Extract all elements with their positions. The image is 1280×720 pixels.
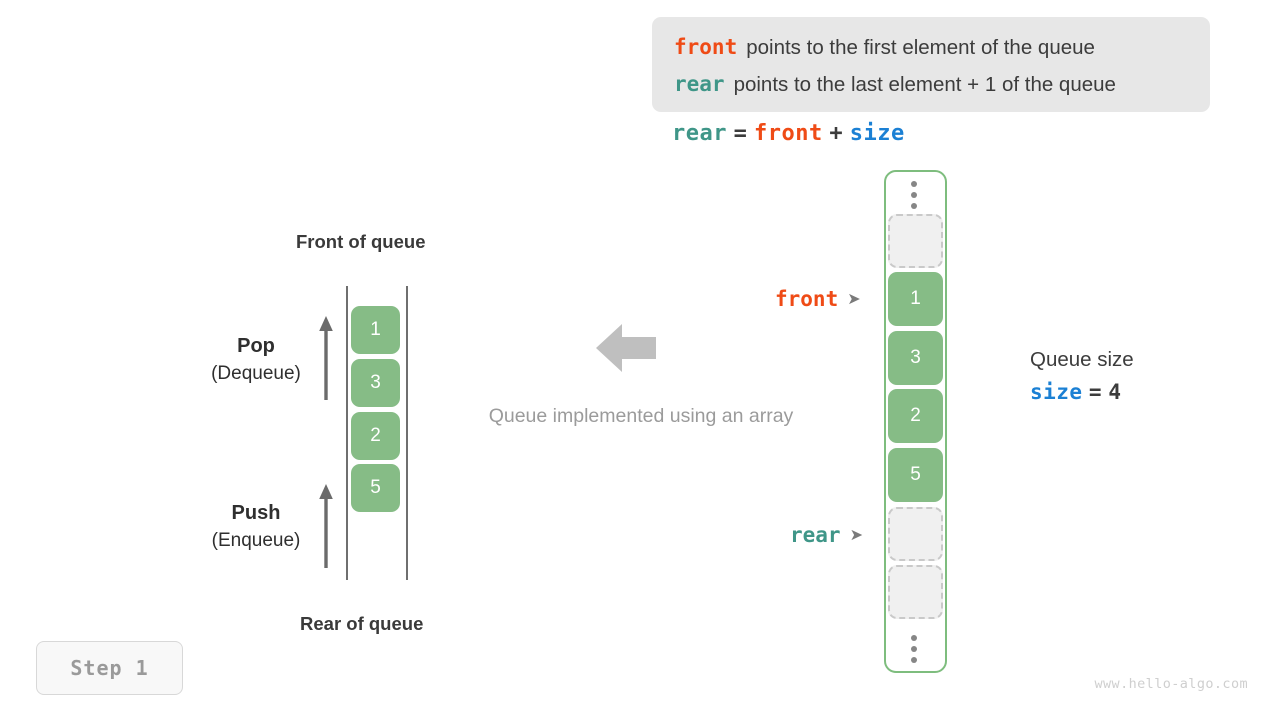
queue-cell: 5: [351, 464, 400, 512]
center-caption: Queue implemented using an array: [488, 405, 794, 427]
queue-size-expression: size = 4: [1030, 376, 1134, 409]
formula-plus-sign: +: [829, 121, 844, 146]
pop-label-title: Pop: [237, 335, 275, 357]
rear-pointer-label: rear ➤: [790, 523, 863, 548]
push-label-subtitle: (Enqueue): [211, 530, 301, 551]
array-cell: 3: [888, 331, 943, 385]
vertical-ellipsis-icon-top: [911, 181, 919, 214]
front-pointer-text: front: [775, 287, 839, 311]
pop-operation-label: Pop (Dequeue): [186, 332, 326, 388]
front-pointer-caret-icon: ➤: [847, 291, 861, 308]
queue-rail-right: [406, 286, 408, 580]
legend-description-rear: points to the last element + 1 of the qu…: [733, 73, 1116, 96]
formula-rear-equals-front-plus-size: rear = front + size: [672, 120, 905, 146]
rear-pointer-text: rear: [790, 523, 841, 547]
formula-term-size: size: [849, 121, 905, 146]
queue-size-title: Queue size: [1030, 348, 1134, 371]
legend-keyword-rear: rear: [674, 72, 725, 96]
rear-of-queue-label: Rear of queue: [300, 613, 424, 634]
size-value: 4: [1108, 380, 1122, 404]
formula-equals-sign: =: [733, 121, 748, 146]
size-equals-sign: =: [1088, 380, 1103, 404]
watermark: www.hello-algo.com: [1094, 676, 1248, 692]
array-cell: 1: [888, 272, 943, 326]
queue-cell: 3: [351, 359, 400, 407]
queue-cell: 1: [351, 306, 400, 354]
push-operation-label: Push (Enqueue): [186, 499, 326, 555]
array-cell: 2: [888, 389, 943, 443]
front-of-queue-label: Front of queue: [296, 231, 426, 252]
rear-pointer-caret-icon: ➤: [849, 527, 863, 544]
array-cell: [888, 214, 943, 268]
formula-term-front: front: [753, 121, 823, 146]
array-cell: 5: [888, 448, 943, 502]
legend-line-front: front points to the first element of the …: [674, 29, 1188, 66]
size-variable: size: [1030, 380, 1083, 404]
pop-up-arrow-icon: [319, 316, 333, 400]
formula-lhs: rear: [672, 121, 727, 146]
legend-description-front: points to the first element of the queue: [746, 36, 1095, 59]
queue-cell: 2: [351, 412, 400, 460]
legend-line-rear: rear points to the last element + 1 of th…: [674, 66, 1188, 103]
array-cell: [888, 507, 943, 561]
queue-rail-left: [346, 286, 348, 580]
vertical-ellipsis-icon-bottom: [911, 635, 919, 668]
push-up-arrow-icon: [319, 484, 333, 568]
legend-box: front points to the first element of the …: [652, 17, 1210, 112]
queue-size-note: Queue size size = 4: [1030, 344, 1134, 409]
pop-label-subtitle: (Dequeue): [211, 363, 301, 384]
step-badge: Step 1: [36, 641, 183, 695]
array-cell: [888, 565, 943, 619]
left-arrow-icon: [596, 324, 656, 372]
front-pointer-label: front ➤: [775, 287, 861, 312]
push-label-title: Push: [231, 502, 281, 524]
legend-keyword-front: front: [674, 35, 738, 59]
